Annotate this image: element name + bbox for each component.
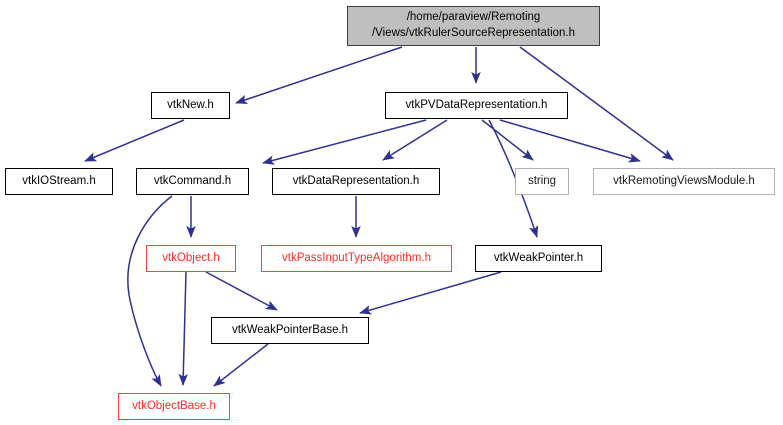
graph-edge [205,271,278,311]
graph-edge [382,119,448,161]
graph-edge [235,46,403,105]
graph-node-vtkpita[interactable]: vtkPassInputTypeAlgorithm.h [261,245,452,272]
graph-node-label: vtkRemotingViewsModule.h [613,174,755,187]
graph-node-root[interactable]: /home/paraview/Remoting /Views/vtkRulerS… [347,6,600,46]
graph-edge [519,46,674,161]
graph-node-label: vtkObject.h [162,251,220,264]
graph-edge [262,119,427,165]
graph-node-vtkdr[interactable]: vtkDataRepresentation.h [272,168,440,195]
graph-edge [359,271,502,315]
graph-edge [481,119,534,161]
graph-edge [499,119,641,163]
graph-node-label: vtkWeakPointerBase.h [231,323,349,336]
graph-node-label: vtkDataRepresentation.h [292,174,420,187]
graph-node-vtkpvdr[interactable]: vtkPVDataRepresentation.h [385,92,568,119]
graph-edge [84,119,185,162]
graph-node-vtkobj[interactable]: vtkObject.h [146,245,236,272]
graph-node-label: vtkNew.h [167,98,214,111]
graph-edge [178,271,189,386]
graph-node-vtkwp[interactable]: vtkWeakPointer.h [475,245,602,272]
graph-node-vtkcmd[interactable]: vtkCommand.h [136,168,249,195]
graph-node-label: /home/paraview/Remoting /Views/vtkRulerS… [371,11,576,39]
graph-node-vtkobjbase[interactable]: vtkObjectBase.h [118,393,230,420]
graph-node-vtknew[interactable]: vtkNew.h [151,92,230,119]
graph-node-label: vtkIOStream.h [22,174,96,187]
graph-node-label: vtkWeakPointer.h [493,251,584,264]
graph-node-vtkrvm[interactable]: vtkRemotingViewsModule.h [593,168,775,195]
graph-edge [213,343,269,387]
graph-node-string[interactable]: string [515,168,569,195]
graph-edge [127,195,173,387]
graph-node-label: vtkObjectBase.h [132,399,216,412]
graph-node-vtkwpbase[interactable]: vtkWeakPointerBase.h [211,317,369,344]
graph-node-label: string [527,174,557,187]
graph-node-label: vtkPVDataRepresentation.h [405,98,548,111]
graph-node-vtkios[interactable]: vtkIOStream.h [5,168,113,195]
graph-node-label: vtkCommand.h [153,174,232,187]
graph-edge [488,119,539,238]
graph-node-label: vtkPassInputTypeAlgorithm.h [282,251,431,264]
